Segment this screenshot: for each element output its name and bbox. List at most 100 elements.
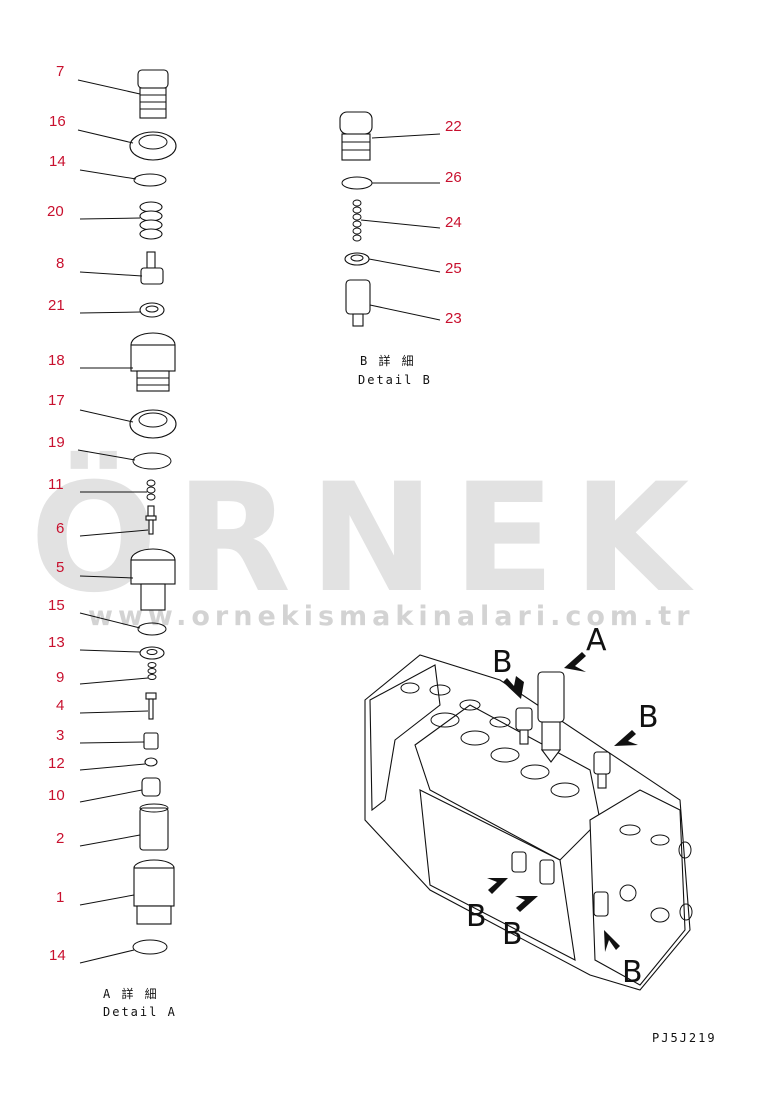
leader-line <box>79 894 135 906</box>
leader-line <box>79 677 149 685</box>
leader-line <box>79 612 141 629</box>
watermark-url: www.ornekismakinalari.com.tr <box>88 601 695 632</box>
part-25-seat <box>344 252 370 266</box>
relief-valve-b5 <box>593 891 609 917</box>
part-number-label: 13 <box>48 634 65 651</box>
part-22-plug <box>339 111 373 161</box>
callout-a: A <box>586 623 607 658</box>
part-number-label: 20 <box>47 203 64 220</box>
part-6-pin <box>145 505 157 535</box>
part-number-label: 21 <box>48 297 65 314</box>
part-17-nut <box>129 409 177 439</box>
leader-line <box>79 311 141 314</box>
leader-line <box>79 575 134 579</box>
detail-a-parts <box>129 69 177 955</box>
part-12-ring <box>144 757 158 767</box>
leader-line <box>79 741 145 744</box>
leader-line <box>368 258 441 273</box>
arrow-b-5 <box>604 930 620 952</box>
part-number-label: 22 <box>445 118 462 135</box>
leader-line <box>79 271 143 277</box>
callout-b-3: B <box>466 899 487 934</box>
callout-b-1: B <box>492 645 513 680</box>
part-number-label: 17 <box>48 392 65 409</box>
part-13-seat <box>139 646 165 660</box>
part-number-label: 14 <box>49 947 66 964</box>
leader-line <box>79 789 143 803</box>
assembly-arrows <box>487 652 638 952</box>
part-number-label: 26 <box>445 169 462 186</box>
leader-line <box>79 710 149 714</box>
part-8-poppet <box>140 251 164 285</box>
part-3-piston <box>143 732 159 750</box>
detail-a-caption-en: Detail A <box>103 1005 177 1019</box>
part-number-label: 2 <box>56 830 64 847</box>
part-23-poppet <box>345 279 371 327</box>
arrow-b-3 <box>487 878 508 894</box>
part-24-spring <box>352 199 362 242</box>
leader-line <box>79 834 141 847</box>
part-1-body <box>133 859 175 925</box>
detail-b-caption-jp: B 詳 細 <box>360 353 416 368</box>
detail-a-caption-jp: A 詳 細 <box>103 986 159 1001</box>
part-number-label: 6 <box>56 520 64 537</box>
leader-line <box>79 169 137 180</box>
detail-b-caption-en: Detail B <box>358 373 432 387</box>
part-number-label: 8 <box>56 255 64 272</box>
part-number-label: 3 <box>56 727 64 744</box>
relief-valve-a <box>537 671 565 763</box>
arrow-b-1 <box>503 676 524 699</box>
part-number-label: 11 <box>48 476 64 493</box>
detail-b-labels: 22 26 24 25 23 <box>360 118 462 327</box>
part-number-label: 10 <box>48 787 65 804</box>
relief-valve-b4 <box>539 859 555 885</box>
part-number-label: 18 <box>48 352 65 369</box>
part-16-nut <box>129 131 177 161</box>
part-20-spring <box>139 201 163 240</box>
valve-assembly <box>364 652 693 991</box>
leader-line <box>79 409 134 423</box>
callout-b-2: B <box>638 700 659 735</box>
assembly-callouts: A B B B B B <box>466 623 659 990</box>
relief-valve-b1 <box>515 707 533 745</box>
part-number-label: 25 <box>445 260 462 277</box>
leader-line <box>79 763 146 771</box>
part-number-label: 12 <box>48 755 65 772</box>
arrow-a <box>564 652 586 672</box>
callout-b-4: B <box>502 917 523 952</box>
part-26-o-ring <box>341 176 373 190</box>
watermark-brand: ÖRNEK <box>30 450 707 626</box>
part-4-pin <box>145 692 157 720</box>
leader-line <box>79 217 141 220</box>
part-5-housing <box>130 548 176 611</box>
leader-line <box>79 529 149 537</box>
part-2-spool <box>139 803 169 851</box>
part-number-label: 7 <box>56 63 64 80</box>
part-number-label: 1 <box>56 889 64 906</box>
leader-line <box>369 304 441 321</box>
part-number-label: 19 <box>48 434 65 451</box>
part-number-label: 14 <box>49 153 66 170</box>
leader-line <box>77 79 141 95</box>
part-21-seat <box>139 302 165 318</box>
callout-b-5: B <box>622 955 643 990</box>
part-7-plug <box>137 69 169 119</box>
leader-line <box>77 129 134 144</box>
leader-line <box>79 949 135 964</box>
part-number-label: 24 <box>445 214 462 231</box>
part-15-o-ring <box>137 622 167 636</box>
relief-valve-b3 <box>511 851 527 873</box>
part-11-spring <box>146 479 156 501</box>
part-number-label: 9 <box>56 669 64 686</box>
part-number-label: 23 <box>445 310 462 327</box>
leader-line <box>371 133 441 139</box>
part-number-label: 4 <box>56 697 64 714</box>
part-number-label: 16 <box>49 113 66 130</box>
leader-line <box>360 219 441 229</box>
part-number-label: 15 <box>48 597 65 614</box>
part-number-label: 5 <box>56 559 64 576</box>
part-19-o-ring <box>132 452 172 470</box>
drawing-code: PJ5J219 <box>652 1031 717 1045</box>
part-14-o-ring <box>133 173 167 187</box>
